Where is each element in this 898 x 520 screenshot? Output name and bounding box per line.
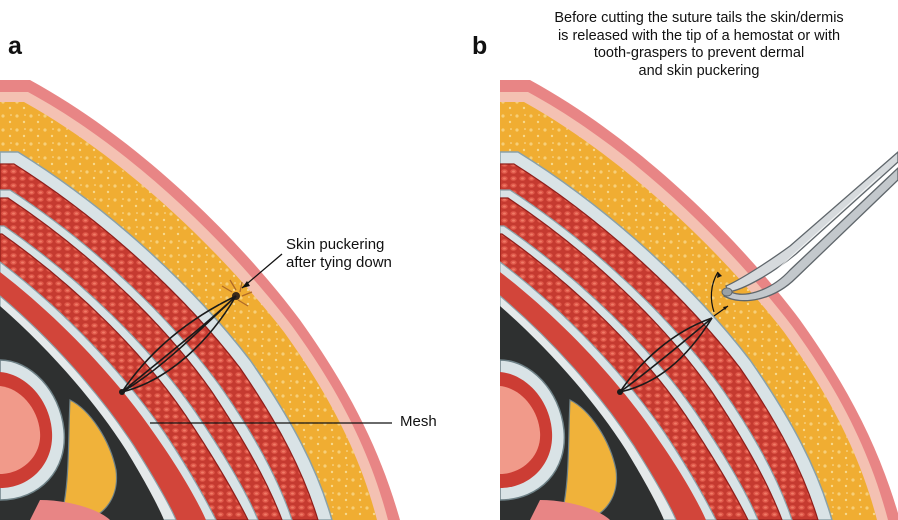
caption-line-4: and skin puckering (500, 63, 898, 81)
puckering-annotation-line-2: after tying down (286, 254, 392, 272)
panel-label-a: a (8, 32, 22, 61)
caption-line-2: is released with the tip of a hemostat o… (500, 28, 898, 46)
panel-b-anatomy (500, 80, 898, 520)
puckering-annotation-line-1: Skin puckering (286, 236, 392, 254)
panel-a-anatomy (0, 80, 400, 520)
panel-b-caption: Before cutting the suture tails the skin… (500, 10, 898, 80)
hemostat-icon (722, 152, 898, 301)
puckering-annotation: Skin puckering after tying down (286, 236, 392, 272)
panel-label-b: b (472, 32, 487, 61)
mesh-annotation: Mesh (400, 413, 437, 431)
caption-line-3: tooth-graspers to prevent dermal (500, 45, 898, 63)
caption-line-1: Before cutting the suture tails the skin… (500, 10, 898, 28)
